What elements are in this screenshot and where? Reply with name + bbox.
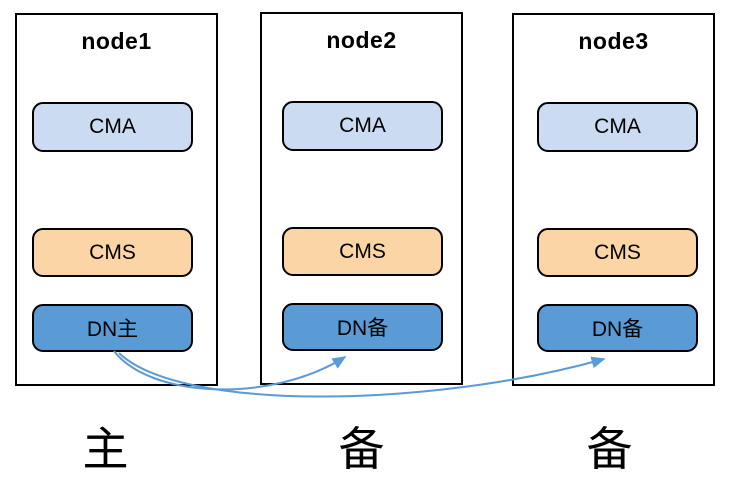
node3-cms-label: CMS [594, 240, 641, 264]
node3-dn-standby-box: DN备 [537, 304, 698, 352]
node1-dn-primary-box: DN主 [32, 304, 193, 352]
node2-dn-label: DN备 [336, 317, 389, 340]
node1-title: node1 [81, 28, 152, 54]
node1-cma-label: CMA [89, 115, 136, 138]
node2-box: node2 CMA CMS DN备 [260, 12, 463, 385]
node1-box: node1 CMA CMS DN主 [15, 13, 218, 386]
node2-dn-standby-box: DN备 [282, 303, 443, 351]
node3-cma-label: CMA [594, 115, 641, 138]
node1-dn-label: DN主 [86, 318, 139, 341]
node1-cms-label: CMS [89, 240, 136, 264]
node2-cms-label: CMS [339, 239, 386, 263]
node3-cma-box: CMA [537, 102, 698, 152]
node3-role-label: 备 [586, 423, 633, 475]
node3-cms-box: CMS [537, 228, 698, 277]
node2-title: node2 [326, 27, 397, 53]
node3-dn-label: DN备 [591, 318, 644, 341]
node3-title: node3 [578, 28, 649, 54]
node2-cma-label: CMA [339, 114, 386, 137]
node2-role-label: 备 [338, 423, 385, 475]
node1-role-label: 主 [82, 423, 129, 475]
node3-box: node3 CMA CMS DN备 [512, 13, 715, 386]
node2-cms-box: CMS [282, 227, 443, 276]
node1-cms-box: CMS [32, 228, 193, 277]
node2-cma-box: CMA [282, 101, 443, 151]
node1-cma-box: CMA [32, 102, 193, 152]
